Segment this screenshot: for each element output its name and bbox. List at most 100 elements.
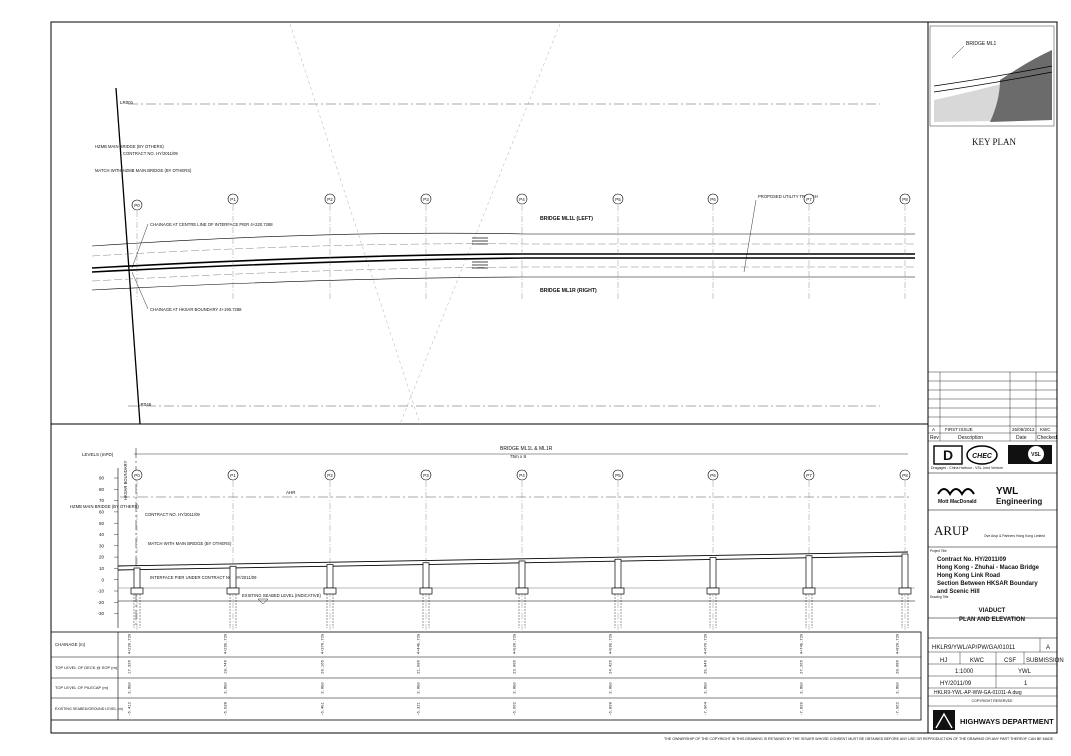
row-label-pilecap: TOP LEVEL OF PILECAP (m) — [55, 685, 109, 690]
plan-bottom-label: LR046 — [138, 402, 152, 407]
row-label-seabed: EXISTING SEABED/GROUND LEVEL (m) — [55, 707, 123, 711]
hksar-boundary-label: HKSAR BOUNDARY — [123, 461, 128, 500]
pier-pilecap — [226, 587, 240, 595]
job-number: HY/2011/09 — [940, 681, 972, 687]
pier-pilecap — [419, 587, 433, 595]
pier-column — [805, 555, 813, 589]
plan-pier-marker — [612, 193, 624, 205]
bridge-left-label: BRIDGE ML1L (LEFT) — [540, 216, 593, 222]
level-tick-label: 20 — [99, 555, 105, 560]
copyright-label: COPYRIGHT RESERVED — [972, 699, 1013, 703]
designer-logo-engineering: Engineering — [996, 497, 1042, 506]
seabed-level-value: -7.839 — [801, 701, 805, 715]
key-plan-bridge-label: BRIDGE ML1 — [966, 41, 997, 47]
level-tick-label: 90 — [99, 476, 105, 481]
elevation-pier-label: P8 — [902, 473, 908, 478]
pier-column — [901, 553, 909, 589]
elevation-view: LEVELS (mPD) 9080706050403020100-10-20-3… — [70, 446, 915, 630]
deck-level-value: 23.006 — [514, 659, 518, 673]
levels-label: LEVELS (mPD) — [82, 452, 114, 457]
level-tick-label: 10 — [99, 566, 105, 571]
elevation-pier-label: P0 — [134, 473, 140, 478]
elevation-pier-label: P2 — [327, 473, 333, 478]
seabed-level-value: -6.538 — [225, 701, 229, 715]
chainage-value: 4+370.729 — [322, 633, 326, 654]
pilecap-level-value: 3.850 — [129, 682, 133, 694]
project-line-3: Hong Kong Link Road — [937, 573, 1000, 579]
level-tick-label: -30 — [97, 611, 104, 616]
pier-column — [133, 567, 141, 589]
contractor-logo-chec: CHEC — [972, 453, 993, 460]
checked-header: Checked — [1037, 435, 1057, 441]
pier-column — [422, 562, 430, 589]
contractor-logo-d: D — [943, 447, 953, 463]
deck-level-value: 17.326 — [129, 659, 133, 673]
deck-level-value: 18.746 — [225, 659, 229, 673]
plan-pier-label: P7 — [806, 197, 812, 202]
project-line-5: and Scenic Hill — [937, 589, 980, 595]
level-tick-label: 60 — [99, 510, 105, 515]
pilecap-level-value: 3.850 — [322, 682, 326, 694]
pilecap-level-value: 3.850 — [418, 682, 422, 694]
plan-pier-marker — [227, 193, 239, 205]
seabed-note: EXISTING SEABED LEVEL (INDICATIVE) — [242, 593, 321, 598]
pilecap-level-value: 3.850 — [225, 682, 229, 694]
elevation-pier-marker — [707, 469, 719, 481]
level-tick-label: 40 — [99, 532, 105, 537]
elevation-pier-marker — [516, 469, 528, 481]
checked-by: KWC — [970, 658, 985, 664]
seabed-level-value: -7.964 — [705, 701, 709, 715]
pilecap-level-value: 3.850 — [514, 682, 518, 694]
plan-match-note: MATCH WITH HZMB MAIN BRIDGE (BY OTHERS) — [95, 168, 192, 173]
chainage-table: CHAINAGE (m) TOP LEVEL OF DECK @ SOP (m)… — [50, 631, 922, 721]
level-tick-label: 30 — [99, 543, 105, 548]
elevation-pier-label: P1 — [230, 473, 236, 478]
drawing-status: SUBMISSION — [1026, 658, 1064, 664]
deck-level-value: 28.686 — [897, 659, 901, 673]
plan-main-bridge-note: HZMB MAIN BRIDGE (BY OTHERS) — [95, 144, 164, 149]
chainage-value: 4+595.729 — [610, 633, 614, 654]
pier-pilecap — [802, 587, 816, 595]
row-label-deck: TOP LEVEL OF DECK @ SOP (m) — [55, 665, 118, 670]
elevation-pier-marker — [803, 469, 815, 481]
utility-trough-note: PROPOSED UTILITY TROUGH — [758, 194, 818, 199]
seabed-level-value: -6.838 — [610, 701, 614, 715]
date-header: Date — [1016, 435, 1027, 441]
drawing-scale: 1:1000 — [955, 669, 974, 675]
pier-column — [614, 558, 622, 589]
plan-pier-label: P3 — [423, 197, 429, 202]
revision-code: A — [932, 427, 935, 432]
elevation-main-bridge-note: HZMB MAIN BRIDGE (BY OTHERS) — [70, 504, 139, 509]
consultant-sub: Ove Arup & Partners Hong Kong Limited — [984, 534, 1045, 538]
pier-column — [518, 560, 526, 589]
designer-logo-ywl: YWL — [996, 486, 1018, 497]
chainage-interface-note: CHAINAGE AT CENTRE LINE OF INTERFACE PIE… — [150, 222, 273, 227]
drawing-title-1: VIADUCT — [979, 608, 1006, 614]
consultant-logo: ARUP — [934, 523, 969, 538]
bridge-right-label: BRIDGE ML1R (RIGHT) — [540, 288, 597, 294]
plan-pier-label: P1 — [230, 197, 236, 202]
revision-date: 26/08/2012 — [1012, 427, 1035, 432]
level-tick-label: 0 — [101, 577, 104, 582]
pier-column — [229, 565, 237, 589]
elevation-pier-label: P5 — [615, 473, 621, 478]
deck-level-value: 24.426 — [610, 659, 614, 673]
file-name: HKLR9-YWL-AP-WW-GA-01011-A.dwg — [934, 690, 1022, 696]
plan-pier-label: P0 — [134, 203, 140, 208]
plan-pier-marker — [803, 193, 815, 205]
seabed-level-value: -6.451 — [322, 701, 326, 715]
plan-pier-marker — [516, 193, 528, 205]
plan-pier-label: P6 — [710, 197, 716, 202]
description-header: Description — [958, 435, 983, 441]
revision-checked: KWC — [1040, 427, 1051, 432]
seabed-level-value: -7.962 — [897, 701, 901, 715]
pier-column — [709, 557, 717, 589]
elevation-bridge-label: BRIDGE ML1L & ML1R — [500, 446, 553, 452]
project-line-2: Hong Kong - Zhuhai - Macao Bridge — [937, 565, 1040, 571]
pilecap-level-value: 3.850 — [897, 682, 901, 694]
elevation-pier-label: P3 — [423, 473, 429, 478]
